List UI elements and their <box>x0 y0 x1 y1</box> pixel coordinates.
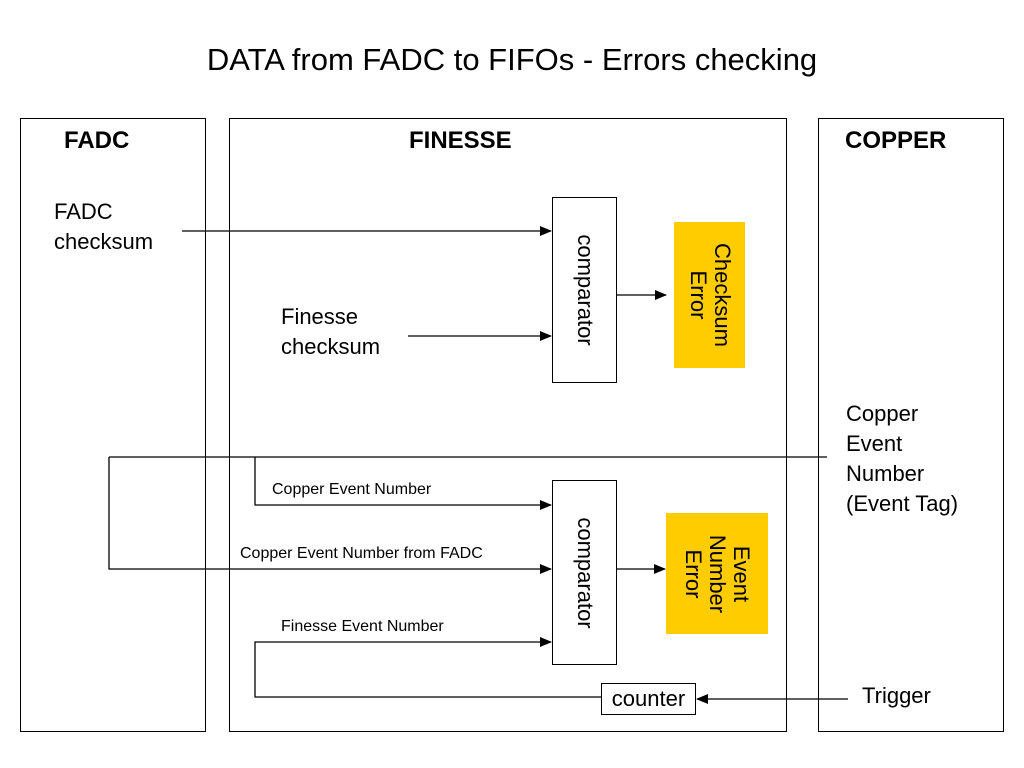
checksum-error-label-line1: Checksum <box>709 243 735 347</box>
event-number-error-box: Event Number Error <box>666 513 768 634</box>
comparator-top-box: comparator <box>552 197 617 383</box>
trigger-label: Trigger <box>862 683 931 708</box>
event-number-error-label-line3: Error <box>681 549 706 598</box>
copper-panel-title: COPPER <box>845 127 947 154</box>
finesse-checksum-label: Finesse checksum <box>281 304 381 359</box>
copper-panel <box>818 118 1004 732</box>
diagram-title: DATA from FADC to FIFOs - Errors checkin… <box>206 42 818 77</box>
finesse-event-number-arrow <box>254 637 601 698</box>
comparator-bottom-label: comparator <box>572 516 598 629</box>
copper-event-number-from-fadc-label: Copper Event Number from FADC <box>240 545 483 562</box>
finesse-event-number-label: Finesse Event Number <box>281 618 444 635</box>
checksum-error-box: Checksum Error <box>674 222 745 368</box>
copper-event-number-label: Copper Event Number <box>272 481 432 498</box>
fadc-panel-title: FADC <box>64 127 130 154</box>
fadc-panel <box>20 118 206 732</box>
event-number-error-label-line1: Event <box>729 545 754 602</box>
counter-box: counter <box>601 683 696 715</box>
event-number-error-label-line2: Number <box>705 534 730 613</box>
finesse-panel-title: FINESSE <box>409 127 512 154</box>
counter-label: counter <box>611 686 686 711</box>
copper-event-number-tag-label: Copper Event Number (Event Tag) <box>846 401 959 516</box>
copper-event-number-from-fadc-arrow <box>108 457 552 574</box>
comparator-bottom-box: comparator <box>552 480 617 665</box>
copper-event-number-arrow <box>254 457 552 510</box>
finesse-panel <box>229 118 787 732</box>
checksum-error-label-line2: Error <box>685 270 711 320</box>
fadc-checksum-label: FADC checksum <box>54 199 154 254</box>
comparator-top-label: comparator <box>572 234 598 346</box>
